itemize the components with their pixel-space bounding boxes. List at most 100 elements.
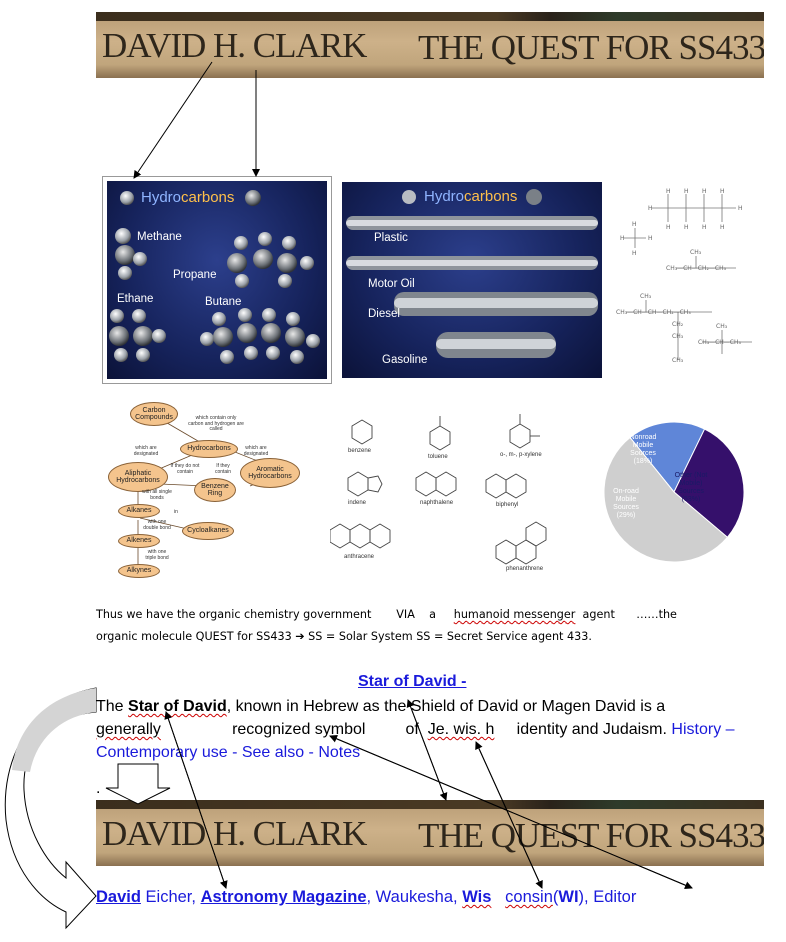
molecule-drawing-1 bbox=[109, 190, 320, 364]
molecule-chains-drawing bbox=[346, 189, 598, 358]
star-of-david-link[interactable]: Star of David - bbox=[358, 673, 467, 690]
motor-oil-chain bbox=[346, 256, 598, 270]
svg-text:H: H bbox=[648, 205, 653, 212]
carbon-compounds-flowchart: Carbon Compounds Hydrocarbons Aliphatic … bbox=[100, 400, 320, 580]
svg-text:H: H bbox=[702, 188, 707, 195]
svg-text:H: H bbox=[720, 188, 725, 195]
curved-arrow-shade bbox=[12, 688, 96, 772]
svg-text:CH₃: CH₃ bbox=[672, 333, 684, 340]
note-only-carbon: which contain only carbon and hydrogen a… bbox=[188, 415, 244, 432]
svg-text:H: H bbox=[666, 224, 671, 231]
svg-text:CH₃: CH₃ bbox=[716, 323, 728, 330]
note-in: in bbox=[174, 509, 178, 515]
svg-text:CH₂: CH₂ bbox=[672, 321, 684, 328]
label-propane: Propane bbox=[173, 269, 217, 281]
label-naphthalene: naphthalene bbox=[420, 500, 454, 506]
diesel-chain bbox=[394, 292, 598, 316]
history-link[interactable]: History – bbox=[671, 721, 735, 738]
curved-arrow-outline bbox=[4, 687, 97, 930]
svg-text:CH₃—CH—CH—CH₂—CH₃: CH₃—CH—CH—CH₂—CH₃ bbox=[616, 309, 691, 316]
pie-slice-nonroad bbox=[629, 421, 706, 493]
svg-text:CH₃—CH—CH₂—CH₃: CH₃—CH—CH₂—CH₃ bbox=[666, 265, 727, 272]
svg-text:CH₃: CH₃ bbox=[672, 357, 684, 364]
svg-text:H: H bbox=[702, 224, 707, 231]
plastic-chain bbox=[346, 216, 598, 230]
svg-text:H: H bbox=[738, 205, 743, 212]
text-line-1: Thus we have the organic chemistry gover… bbox=[96, 608, 677, 621]
methane-molecule bbox=[115, 228, 147, 280]
hydrocarbons-figure-2: Hydrocarbons Plastic Motor Oil Diesel Ga… bbox=[342, 182, 602, 378]
svg-text:CH₃: CH₃ bbox=[640, 293, 652, 300]
pie-slice-other bbox=[603, 436, 729, 563]
note-not-contain: If they do not contain bbox=[170, 463, 200, 475]
label-butane: Butane bbox=[205, 296, 242, 308]
svg-text:H: H bbox=[684, 188, 689, 195]
node-carbon-compounds: Carbon Compounds bbox=[130, 402, 178, 426]
node-alkenes: Alkenes bbox=[118, 534, 160, 548]
hydrocarbons-title-2: Hydrocarbons bbox=[424, 188, 518, 205]
pie-slice-onroad bbox=[673, 428, 745, 538]
down-arrow-shape bbox=[105, 763, 171, 805]
book-spine-bottom: DAVID H. CLARK THE QUEST FOR SS433 bbox=[96, 800, 764, 866]
label-diesel: Diesel bbox=[368, 308, 400, 320]
node-aliphatic: Aliphatic Hydrocarbons bbox=[108, 462, 168, 492]
spine-author-bottom: DAVID H. CLARK bbox=[102, 814, 367, 853]
butane-molecule bbox=[200, 308, 320, 364]
text-line-2: organic molecule QUEST for SS433 ➔ SS = … bbox=[96, 630, 592, 643]
note-triple-bond: with one triple bond bbox=[145, 549, 169, 561]
label-toluene: toluene bbox=[428, 454, 448, 460]
svg-text:H: H bbox=[666, 188, 671, 195]
svg-text:H: H bbox=[632, 221, 637, 228]
pie-label-other: Other (Not Mobile) Sources(53%) bbox=[674, 472, 708, 504]
label-methane: Methane bbox=[137, 231, 182, 243]
node-aromatic: Aromatic Hydrocarbons bbox=[240, 458, 300, 488]
node-alkanes: Alkanes bbox=[118, 504, 160, 518]
svg-text:H: H bbox=[684, 224, 689, 231]
para-dot: . bbox=[96, 780, 101, 797]
label-anthracene: anthracene bbox=[344, 554, 375, 560]
node-cycloalkanes: Cycloalkanes bbox=[182, 522, 234, 540]
label-gasoline: Gasoline bbox=[382, 354, 428, 366]
emissions-pie-chart: Nonroad Mobile Sources(18%) On-road Mobi… bbox=[592, 420, 762, 570]
hydrocarbons-figure-1: Hydrocarbons Methane Propane Ethane Buta… bbox=[102, 176, 332, 384]
label-benzene: benzene bbox=[348, 448, 372, 454]
pie-slices bbox=[603, 421, 745, 563]
ethane-molecule bbox=[109, 309, 166, 362]
node-alkynes: Alkynes bbox=[118, 564, 160, 578]
label-indene: indene bbox=[348, 500, 367, 506]
spine-author: DAVID H. CLARK bbox=[102, 26, 367, 65]
pie-label-nonroad: Nonroad Mobile Sources(18%) bbox=[629, 434, 657, 466]
svg-text:H: H bbox=[648, 235, 653, 242]
note-contain: If they contain bbox=[214, 463, 232, 475]
spine-title-bottom: THE QUEST FOR SS433 bbox=[418, 816, 764, 855]
label-phenanthrene: phenanthrene bbox=[506, 566, 544, 572]
arrow-author-to-figure bbox=[133, 61, 213, 179]
svg-text:H: H bbox=[720, 224, 725, 231]
para-line-3-links[interactable]: Contemporary use - See also - Notes bbox=[96, 744, 361, 761]
david-link[interactable]: David bbox=[96, 888, 141, 906]
label-biphenyl: biphenyl bbox=[496, 502, 519, 508]
propane-molecule bbox=[227, 232, 314, 288]
label-plastic: Plastic bbox=[374, 232, 408, 244]
svg-text:H: H bbox=[632, 250, 637, 257]
hydrocarbons-title-1: Hydrocarbons bbox=[141, 189, 235, 206]
label-ethane: Ethane bbox=[117, 293, 154, 305]
node-hydrocarbons: Hydrocarbons bbox=[180, 440, 238, 458]
svg-text:CH₃—CH—CH₃: CH₃—CH—CH₃ bbox=[698, 339, 742, 346]
note-double-bond: with one double bond bbox=[143, 519, 171, 531]
svg-text:H: H bbox=[620, 235, 625, 242]
node-benzene-ring: Benzene Ring bbox=[194, 478, 236, 502]
spine-title: THE QUEST FOR SS433 bbox=[418, 28, 764, 67]
note-designated-right: which are designated bbox=[243, 445, 269, 457]
aromatic-rings-figure: benzene toluene o-, m-, p-xylene indene … bbox=[330, 406, 566, 572]
bottom-credit-line: David Eicher, Astronomy Magazine, Waukes… bbox=[96, 888, 637, 906]
svg-text:CH₃: CH₃ bbox=[690, 249, 702, 256]
book-spine-top: DAVID H. CLARK THE QUEST FOR SS433 bbox=[96, 12, 764, 78]
hydrocarbons-figure-1-bg: Hydrocarbons Methane Propane Ethane Buta… bbox=[107, 181, 327, 379]
para-line-2: generally recognized symbol of Je. wis. … bbox=[96, 721, 735, 738]
ring-structures bbox=[330, 414, 547, 565]
label-motor-oil: Motor Oil bbox=[368, 278, 415, 290]
gasoline-chain bbox=[436, 332, 556, 358]
astronomy-magazine-link[interactable]: Astronomy Magazine bbox=[200, 888, 367, 906]
